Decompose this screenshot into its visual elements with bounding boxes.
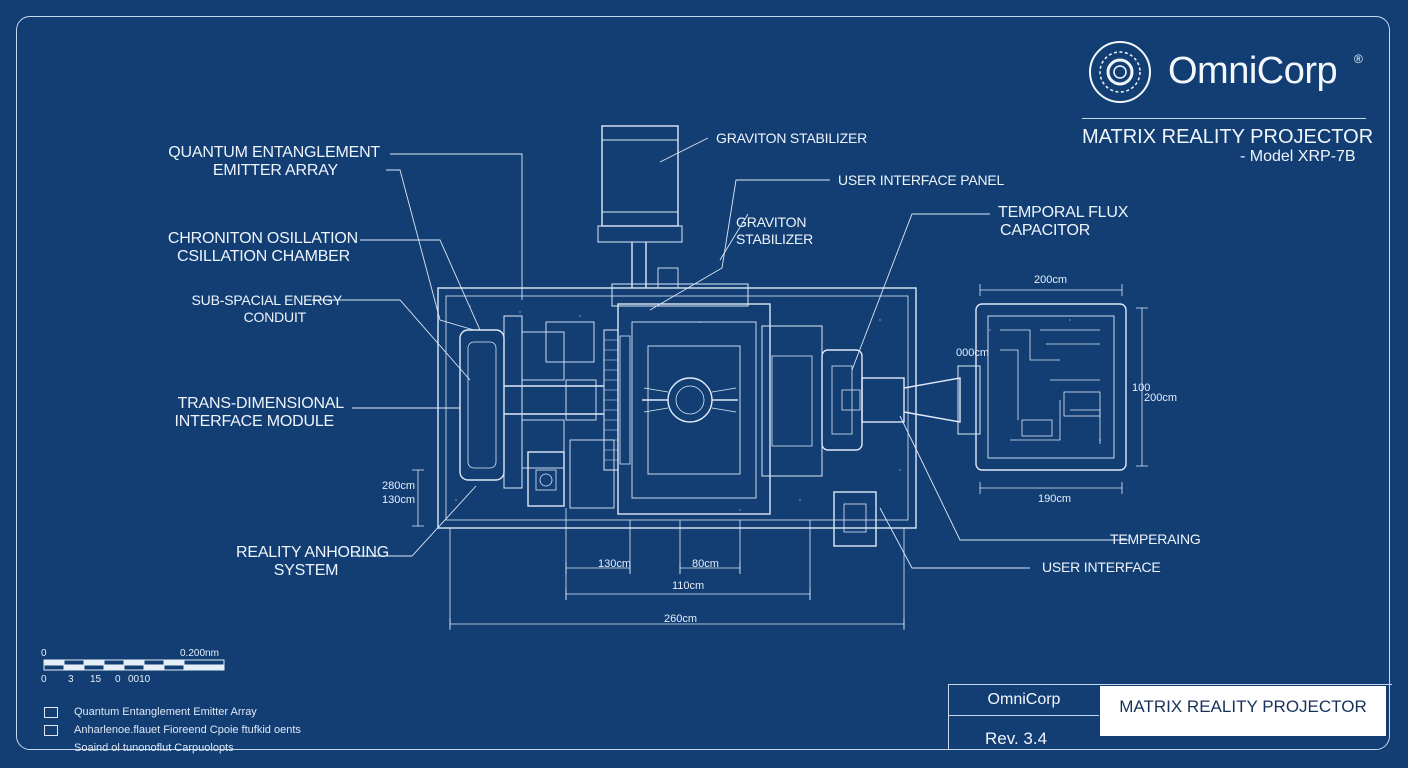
- header-model: - Model XRP-7B: [1240, 148, 1356, 165]
- header-rule: [1082, 118, 1366, 119]
- legend-item: Soaind ol tunonoflut Carpuolopts: [44, 740, 301, 756]
- legend-swatch: [44, 724, 58, 736]
- title-block: OmniCorp Rev. 3.4 MATRIX REALITY PROJECT…: [948, 684, 1392, 750]
- label-temporal-line2: CAPACITOR: [1000, 222, 1091, 239]
- brand-name: OmniCorp: [1168, 50, 1338, 92]
- brand-reg-mark: ®: [1354, 52, 1363, 66]
- label-subspacial-line2: CONDUIT: [243, 309, 307, 325]
- legend-swatch: [44, 706, 58, 718]
- label-chroniton-line1: CHRONITON OSILLATION: [167, 230, 358, 247]
- coupling: [861, 377, 905, 423]
- scale-end: 0.200nm: [180, 648, 219, 659]
- emitter-disk: [459, 329, 505, 481]
- label-user-interface: USER INTERFACE: [1042, 559, 1161, 575]
- title-block-left: OmniCorp Rev. 3.4: [949, 685, 1099, 749]
- control-panel: [975, 303, 1127, 471]
- omnicorp-logo: [1089, 41, 1151, 103]
- legend-item: Anharlenoe.flauet Fioreend Cpoie ftufkid…: [44, 722, 301, 738]
- label-quantum-line2: EMITTER ARRAY: [212, 162, 338, 179]
- label-temporal-line1: TEMPORAL FLUX: [998, 204, 1129, 221]
- dim-110: 110cm: [672, 580, 705, 592]
- label-tempering: TEMPERAING: [1110, 531, 1201, 547]
- scale-tick-3: 0: [115, 674, 121, 685]
- dim-right-top: 200cm: [1034, 274, 1068, 286]
- label-trans-line2: INTERFACE MODULE: [174, 413, 335, 430]
- legend: Quantum Entanglement Emitter Array Anhar…: [44, 704, 301, 758]
- scale-start: 0: [41, 648, 47, 659]
- title-block-company: OmniCorp: [949, 685, 1099, 716]
- legend-text: Quantum Entanglement Emitter Array: [74, 706, 257, 718]
- label-graviton-mid-line2: STABILIZER: [736, 231, 814, 247]
- legend-item: Quantum Entanglement Emitter Array: [44, 704, 301, 720]
- header-title: MATRIX REALITY PROJECTOR: [1082, 126, 1374, 148]
- label-reality-line2: SYSTEM: [273, 562, 339, 579]
- drawing-frame: [16, 16, 1390, 750]
- brand: OmniCorp ®: [1090, 38, 1380, 108]
- label-reality-line1: REALITY ANHORING: [236, 544, 389, 561]
- scale-tick-2: 15: [90, 674, 102, 685]
- dim-right-left: 000cm: [956, 347, 990, 359]
- scale-tick-4: 0010: [128, 674, 151, 685]
- legend-text: Anharlenoe.flauet Fioreend Cpoie ftufkid…: [74, 724, 301, 736]
- interface-box: [833, 491, 877, 547]
- dim-right-side-a: 100: [1132, 382, 1151, 394]
- title-block-title: MATRIX REALITY PROJECTOR: [1100, 686, 1386, 736]
- title-block-revision: Rev. 3.4: [985, 729, 1048, 748]
- dim-130: 130cm: [598, 558, 632, 570]
- emitter-core: [667, 377, 713, 423]
- label-graviton-top: GRAVITON STABILIZER: [716, 130, 868, 146]
- scale-tick-0: 0: [41, 674, 47, 685]
- dim-right-side-b: 200cm: [1144, 392, 1178, 404]
- graviton-stabilizer-cylinder: [601, 125, 679, 227]
- dim-left-top: 280cm: [382, 480, 416, 492]
- label-trans-line1: TRANS-DIMENSIONAL: [177, 395, 345, 412]
- dim-260: 260cm: [664, 613, 698, 625]
- label-quantum-line1: QUANTUM ENTANGLEMENT: [168, 144, 380, 161]
- dim-80: 80cm: [692, 558, 719, 570]
- label-subspacial-line1: SUB-SPACIAL ENERGY: [191, 292, 343, 308]
- label-graviton-mid-line1: GRAVITON: [736, 214, 807, 230]
- central-chamber: [617, 303, 771, 515]
- scale-tick-1: 3: [68, 674, 74, 685]
- label-chroniton-line2: CSILLATION CHAMBER: [176, 248, 350, 265]
- label-user-panel: USER INTERFACE PANEL: [838, 172, 1005, 188]
- lower-module: [527, 451, 565, 507]
- legend-text: Soaind ol tunonoflut Carpuolopts: [74, 742, 234, 754]
- scale-bar: [43, 659, 225, 671]
- dim-left-bottom: 130cm: [382, 494, 416, 506]
- dim-right-bottom: 190cm: [1038, 493, 1072, 505]
